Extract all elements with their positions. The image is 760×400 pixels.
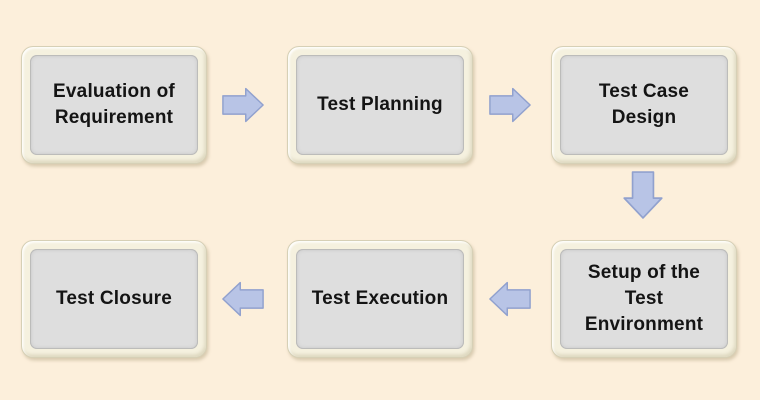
flow-step-panel: Test Planning [296, 55, 464, 155]
right-arrow-icon [222, 87, 264, 123]
down-arrow-icon [623, 171, 663, 219]
flow-step-test-execution: Test Execution [287, 240, 473, 358]
flow-step-test-closure: Test Closure [21, 240, 207, 358]
flow-step-label: Test Case Design [598, 81, 690, 128]
flow-step-test-case-design: Test Case Design [551, 46, 737, 164]
flow-step-label: Test Execution [311, 288, 449, 309]
left-arrow-icon [489, 281, 531, 317]
flow-step-evaluation-of-requirement: Evaluation of Requirement [21, 46, 207, 164]
flow-arrow-planning-to-design [489, 85, 531, 125]
right-arrow-icon [489, 87, 531, 123]
left-arrow-icon [222, 281, 264, 317]
flow-step-panel: Setup of the Test Environment [560, 249, 728, 349]
flow-step-panel: Evaluation of Requirement [30, 55, 198, 155]
flow-step-panel: Test Case Design [560, 55, 728, 155]
flow-step-setup-of-the-test-environment: Setup of the Test Environment [551, 240, 737, 358]
flow-arrow-design-to-setup [622, 171, 664, 219]
flow-arrow-setup-to-execution [489, 279, 531, 319]
flow-step-label: Test Planning [317, 94, 443, 115]
flow-step-test-planning: Test Planning [287, 46, 473, 164]
flow-step-panel: Test Execution [296, 249, 464, 349]
flow-arrow-execution-to-closure [222, 279, 264, 319]
flow-arrow-evaluation-to-planning [222, 85, 264, 125]
flow-step-panel: Test Closure [30, 249, 198, 349]
flow-step-label: Setup of the Test Environment [584, 262, 704, 335]
flow-step-label: Test Closure [55, 288, 173, 309]
flow-step-label: Evaluation of Requirement [53, 81, 175, 128]
